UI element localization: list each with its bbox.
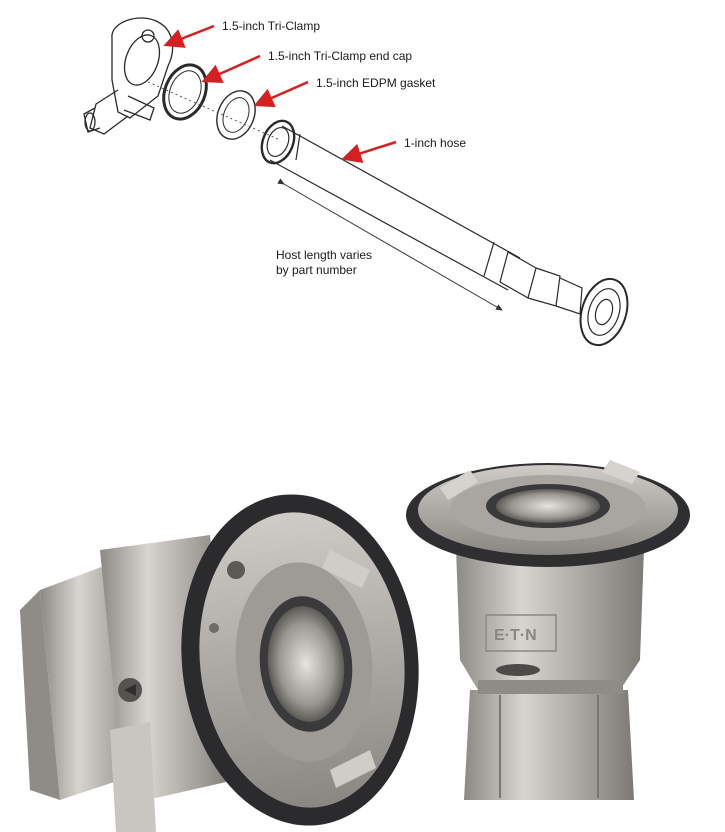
exploded-diagram xyxy=(83,17,629,347)
callout-arrow-tri-clamp xyxy=(163,24,215,48)
coupler-photo: E·T·N xyxy=(20,460,690,832)
length-note-line-2: by part number xyxy=(276,263,357,277)
tri-clamp-part xyxy=(83,17,174,135)
tri-clamp-end-cap-part xyxy=(162,63,208,121)
edpm-gasket-part xyxy=(216,90,256,140)
callout-label-gasket: 1.5-inch EDPM gasket xyxy=(316,76,436,90)
right-coupler: E·T·N xyxy=(406,460,690,800)
length-note-line-1: Host length varies xyxy=(276,248,373,262)
length-dimension-line xyxy=(277,178,503,311)
hose-part xyxy=(260,119,629,347)
callout-label-end-cap: 1.5-inch Tri-Clamp end cap xyxy=(268,49,413,63)
callout-label-hose: 1-inch hose xyxy=(404,136,467,150)
callout-arrow-end-cap xyxy=(201,54,261,84)
callout-arrow-hose xyxy=(341,140,397,163)
left-coupler xyxy=(20,494,419,832)
callout-arrow-gasket xyxy=(253,80,309,108)
photo-brand-mark: E·T·N xyxy=(494,627,537,644)
assembly-axis-line xyxy=(147,81,281,141)
callout-label-tri-clamp: 1.5-inch Tri-Clamp xyxy=(222,19,321,33)
